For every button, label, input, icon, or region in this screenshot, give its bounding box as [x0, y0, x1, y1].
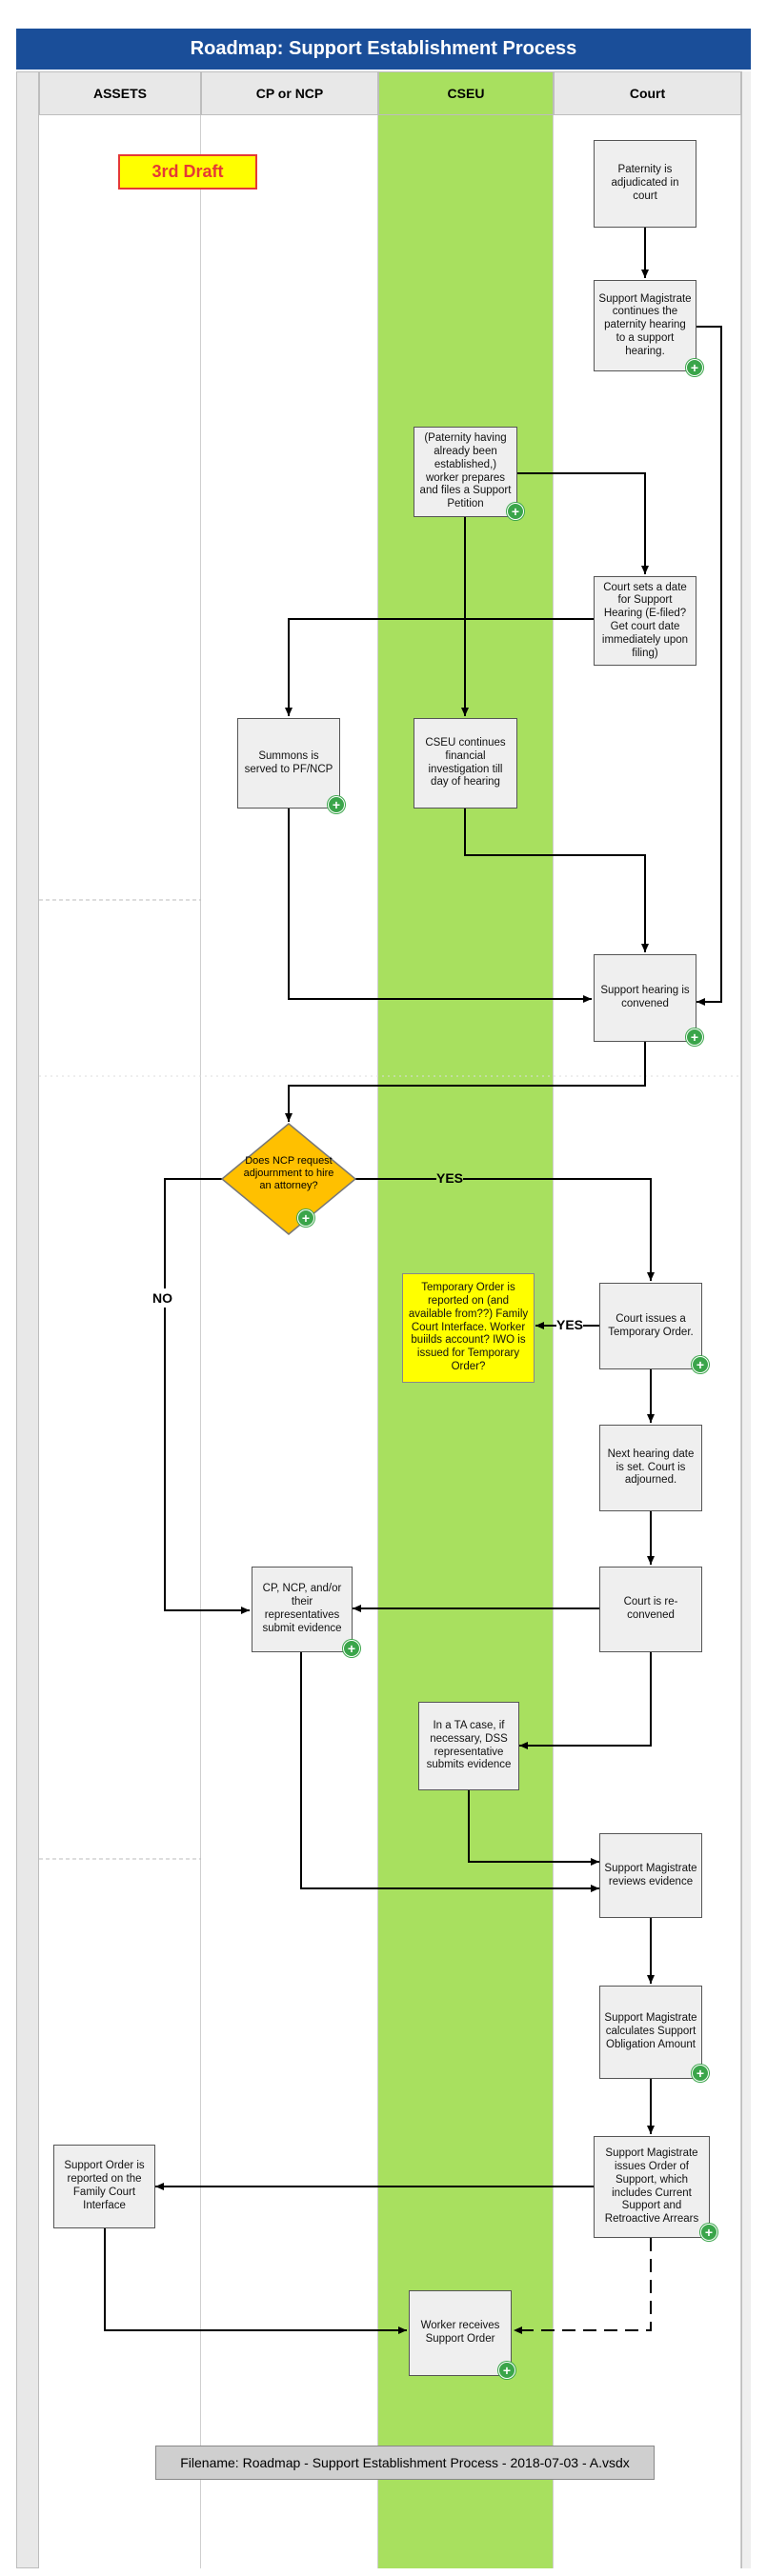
node-temporary-order-reported[interactable]: Temporary Order is reported on (and avai…: [402, 1273, 535, 1383]
lane-header-cp-ncp: CP or NCP: [201, 71, 378, 115]
node-magistrate-reviews[interactable]: Support Magistrate reviews evidence: [599, 1833, 702, 1918]
expand-plus-icon[interactable]: +: [700, 2224, 717, 2241]
footer-filename: Filename: Roadmap - Support Establishmen…: [155, 2446, 655, 2480]
node-cseu-investigation[interactable]: CSEU continues financial investigation t…: [414, 718, 517, 809]
expand-plus-icon[interactable]: +: [686, 359, 703, 376]
left-margin-column: [16, 71, 39, 2568]
edge-label-yes: YES: [436, 1170, 464, 1186]
node-court-reconvened[interactable]: Court is re-convened: [599, 1567, 702, 1652]
node-order-reported-fci[interactable]: Support Order is reported on the Family …: [53, 2145, 155, 2228]
node-submit-evidence[interactable]: CP, NCP, and/or their representatives su…: [252, 1567, 353, 1652]
expand-plus-icon[interactable]: +: [328, 796, 345, 813]
node-text: In a TA case, if necessary, DSS represen…: [426, 1719, 512, 1771]
node-magistrate-issues-order[interactable]: Support Magistrate issues Order of Suppo…: [594, 2136, 710, 2238]
lane-header-assets: ASSETS: [39, 71, 201, 115]
node-text: Temporary Order is reported on (and avai…: [408, 1282, 529, 1372]
node-court-sets-date[interactable]: Court sets a date for Support Hearing (E…: [594, 576, 696, 666]
lane-header-cseu: CSEU: [378, 71, 554, 115]
node-text: CSEU continues financial investigation t…: [425, 736, 506, 789]
expand-plus-icon[interactable]: +: [692, 1356, 709, 1373]
node-text: Support Magistrate issues Order of Suppo…: [604, 2147, 699, 2226]
node-paternity-adjudicated[interactable]: Paternity is adjudicated in court: [594, 140, 696, 228]
node-summons-served[interactable]: Summons is served to PF/NCP: [237, 718, 340, 809]
node-magistrate-calculates[interactable]: Support Magistrate calculates Support Ob…: [599, 1986, 702, 2079]
expand-plus-icon[interactable]: +: [343, 1640, 360, 1657]
node-text: Next hearing date is set. Court is adjou…: [607, 1448, 695, 1487]
expand-plus-icon[interactable]: +: [686, 1028, 703, 1046]
node-text: Court is re-convened: [623, 1596, 678, 1621]
lane-cp-ncp: [201, 115, 378, 2568]
lane-assets: [39, 115, 201, 2568]
draft-badge: 3rd Draft: [118, 154, 257, 190]
node-hearing-convened[interactable]: Support hearing is convened: [594, 954, 696, 1042]
node-text: Worker receives Support Order: [420, 2320, 500, 2345]
node-magistrate-continues[interactable]: Support Magistrate continues the paterni…: [594, 280, 696, 371]
node-worker-prepares-petition[interactable]: (Paternity having already been establish…: [414, 427, 517, 517]
node-worker-receives-order[interactable]: Worker receives Support Order: [409, 2290, 512, 2376]
expand-plus-icon[interactable]: +: [498, 2362, 515, 2379]
node-text: Support Magistrate calculates Support Ob…: [604, 2012, 697, 2050]
node-text: Support hearing is convened: [600, 985, 690, 1009]
diagram-title: Roadmap: Support Establishment Process: [16, 29, 751, 70]
node-next-hearing-date[interactable]: Next hearing date is set. Court is adjou…: [599, 1425, 702, 1511]
node-court-temporary-order[interactable]: Court issues a Temporary Order.: [599, 1283, 702, 1369]
node-ta-case-evidence[interactable]: In a TA case, if necessary, DSS represen…: [418, 1702, 519, 1790]
expand-plus-icon[interactable]: +: [507, 503, 524, 520]
decision-adjournment-text: Does NCP request adjournment to hire an …: [243, 1155, 334, 1192]
node-text: Support Order is reported on the Family …: [64, 2160, 145, 2211]
expand-plus-icon[interactable]: +: [297, 1209, 314, 1227]
node-text: Summons is served to PF/NCP: [244, 749, 333, 775]
edge-label-yes-temporary: YES: [556, 1317, 584, 1332]
node-text: Support Magistrate reviews evidence: [604, 1862, 697, 1887]
node-text: CP, NCP, and/or their representatives su…: [262, 1583, 342, 1634]
node-text: Court sets a date for Support Hearing (E…: [601, 581, 689, 659]
node-text: Support Magistrate continues the paterni…: [598, 292, 692, 357]
lane-header-court: Court: [554, 71, 741, 115]
node-text: Court issues a Temporary Order.: [608, 1312, 694, 1338]
expand-plus-icon[interactable]: +: [692, 2065, 709, 2082]
node-text: Paternity is adjudicated in court: [611, 164, 679, 202]
node-text: (Paternity having already been establish…: [419, 432, 512, 510]
edge-label-no: NO: [152, 1288, 172, 1308]
right-margin-column: [741, 71, 751, 2568]
lane-court: [554, 115, 741, 2568]
